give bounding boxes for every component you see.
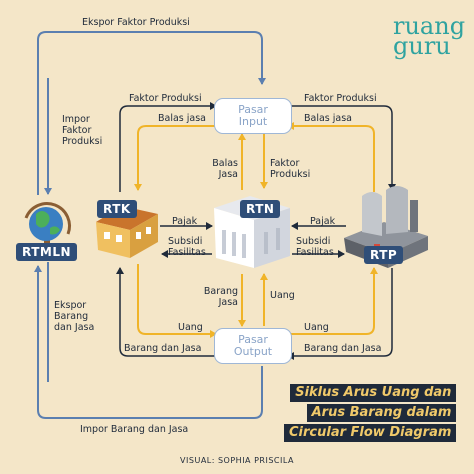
barang-dan-jasa-right-arrow — [287, 268, 393, 360]
ruangguru-logo: ruang guru — [393, 12, 466, 60]
label-uang-center: Uang — [270, 290, 295, 301]
label-subsidi-right: Subsidi Fasilitas — [296, 236, 334, 258]
house-icon — [96, 206, 158, 258]
label-impor-faktor-produksi: Impor Faktor Produksi — [62, 114, 103, 147]
label-balas-jasa-center: Balas Jasa — [212, 158, 238, 180]
label-pajak-right: Pajak — [310, 216, 336, 227]
faktor-produksi-right-arrow — [286, 105, 396, 191]
faktor-produksi-left-arrow — [119, 102, 217, 192]
visual-credit: VISUAL: SOPHIA PRISCILA — [180, 456, 294, 465]
pasar-output-line-2: Output — [233, 345, 273, 358]
barang-dan-jasa-left-arrow — [116, 267, 216, 357]
label-barang-dan-jasa-right: Barang dan Jasa — [304, 343, 382, 354]
pasar-input-box: Pasar Input — [214, 98, 292, 134]
rtn-tag: RTN — [240, 200, 281, 218]
uang-left-arrow — [137, 264, 217, 338]
infographic-title: Siklus Arus Uang dan Arus Barang dalam C… — [284, 384, 457, 444]
pasar-output-line-1: Pasar — [238, 333, 268, 346]
title-line-3: Circular Flow Diagram — [284, 424, 457, 442]
label-faktor-produksi-center: Faktor Produksi — [270, 158, 311, 180]
impor-barang-jasa-arrow — [34, 265, 263, 419]
label-faktor-produksi-left: Faktor Produksi — [129, 93, 202, 104]
title-line-2: Arus Barang dalam — [306, 404, 457, 422]
label-uang-left: Uang — [178, 322, 203, 333]
rtp-tag: RTP — [364, 246, 404, 264]
brand-line-2: guru — [393, 32, 451, 60]
pasar-input-line-1: Pasar — [238, 103, 268, 116]
brand-line-1: ruang — [393, 12, 466, 40]
uang-right-arrow — [288, 267, 378, 335]
label-balas-jasa-right: Balas jasa — [304, 113, 353, 124]
label-ekspor-barang-dan-jasa: Ekspor Barang dan Jasa — [54, 300, 95, 333]
rtk-tag: RTK — [97, 200, 137, 218]
label-ekspor-faktor-produksi: Ekspor Faktor Produksi — [82, 17, 190, 28]
title-line-1: Siklus Arus Uang dan — [290, 384, 457, 402]
label-barang-jasa-center: Barang Jasa — [203, 286, 238, 308]
balas-jasa-left-arrow — [134, 125, 216, 191]
label-subsidi-left: Subsidi Fasilitas — [168, 236, 206, 258]
label-faktor-produksi-right: Faktor Produksi — [304, 93, 377, 104]
pasar-output-box: Pasar Output — [214, 328, 292, 364]
rtmln-tag: RTMLN — [16, 243, 78, 261]
ekspor-faktor-produksi-arrow — [37, 31, 266, 195]
label-uang-right: Uang — [304, 322, 329, 333]
label-barang-dan-jasa-left: Barang dan Jasa — [124, 343, 202, 354]
label-balas-jasa-left: Balas jasa — [158, 113, 207, 124]
label-impor-barang-dan-jasa: Impor Barang dan Jasa — [80, 424, 189, 435]
balas-jasa-right-arrow — [287, 122, 375, 192]
pasar-input-line-2: Input — [238, 115, 268, 128]
label-pajak-left: Pajak — [172, 216, 198, 227]
